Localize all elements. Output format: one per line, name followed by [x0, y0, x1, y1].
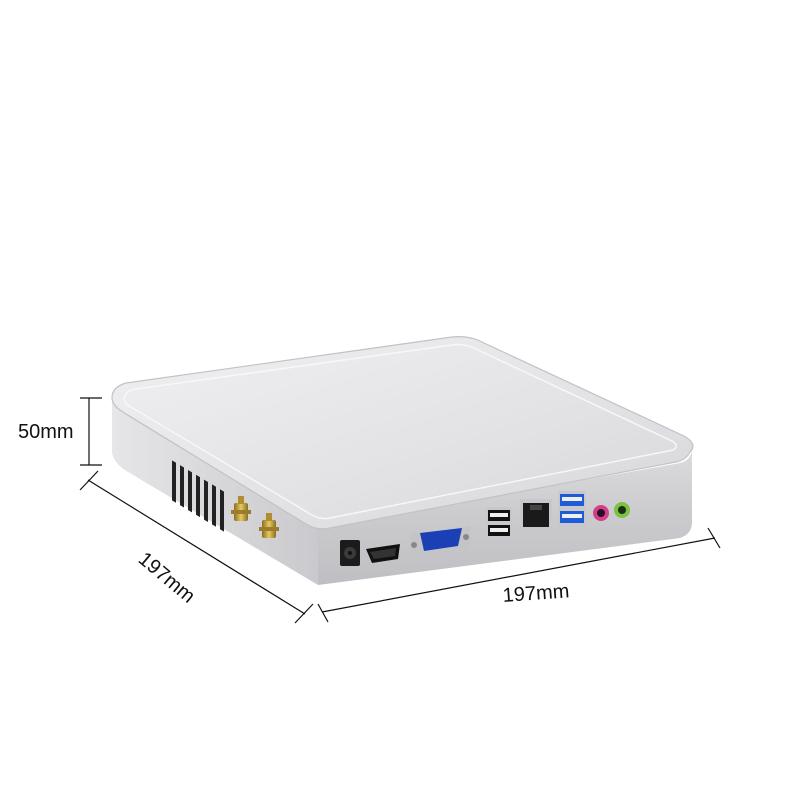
depth-dimension-line	[79, 470, 314, 624]
hdmi-port	[366, 544, 400, 563]
usb2-ports	[486, 507, 512, 539]
antenna-connector-2	[259, 513, 279, 538]
usb3-ports	[558, 491, 586, 527]
side-vents	[172, 460, 224, 532]
width-dimension-line	[317, 527, 721, 623]
line-out-jack	[614, 502, 630, 518]
ethernet-port	[520, 499, 552, 531]
mic-jack	[593, 505, 609, 521]
case-top-bevel	[123, 343, 677, 520]
dc-power-jack	[340, 540, 360, 566]
height-label: 50mm	[18, 421, 74, 443]
vga-port	[410, 526, 470, 556]
width-label: 197mm	[502, 580, 571, 607]
antenna-connector-1	[231, 496, 251, 521]
height-dimension-line	[80, 397, 102, 466]
case-top	[111, 336, 694, 530]
